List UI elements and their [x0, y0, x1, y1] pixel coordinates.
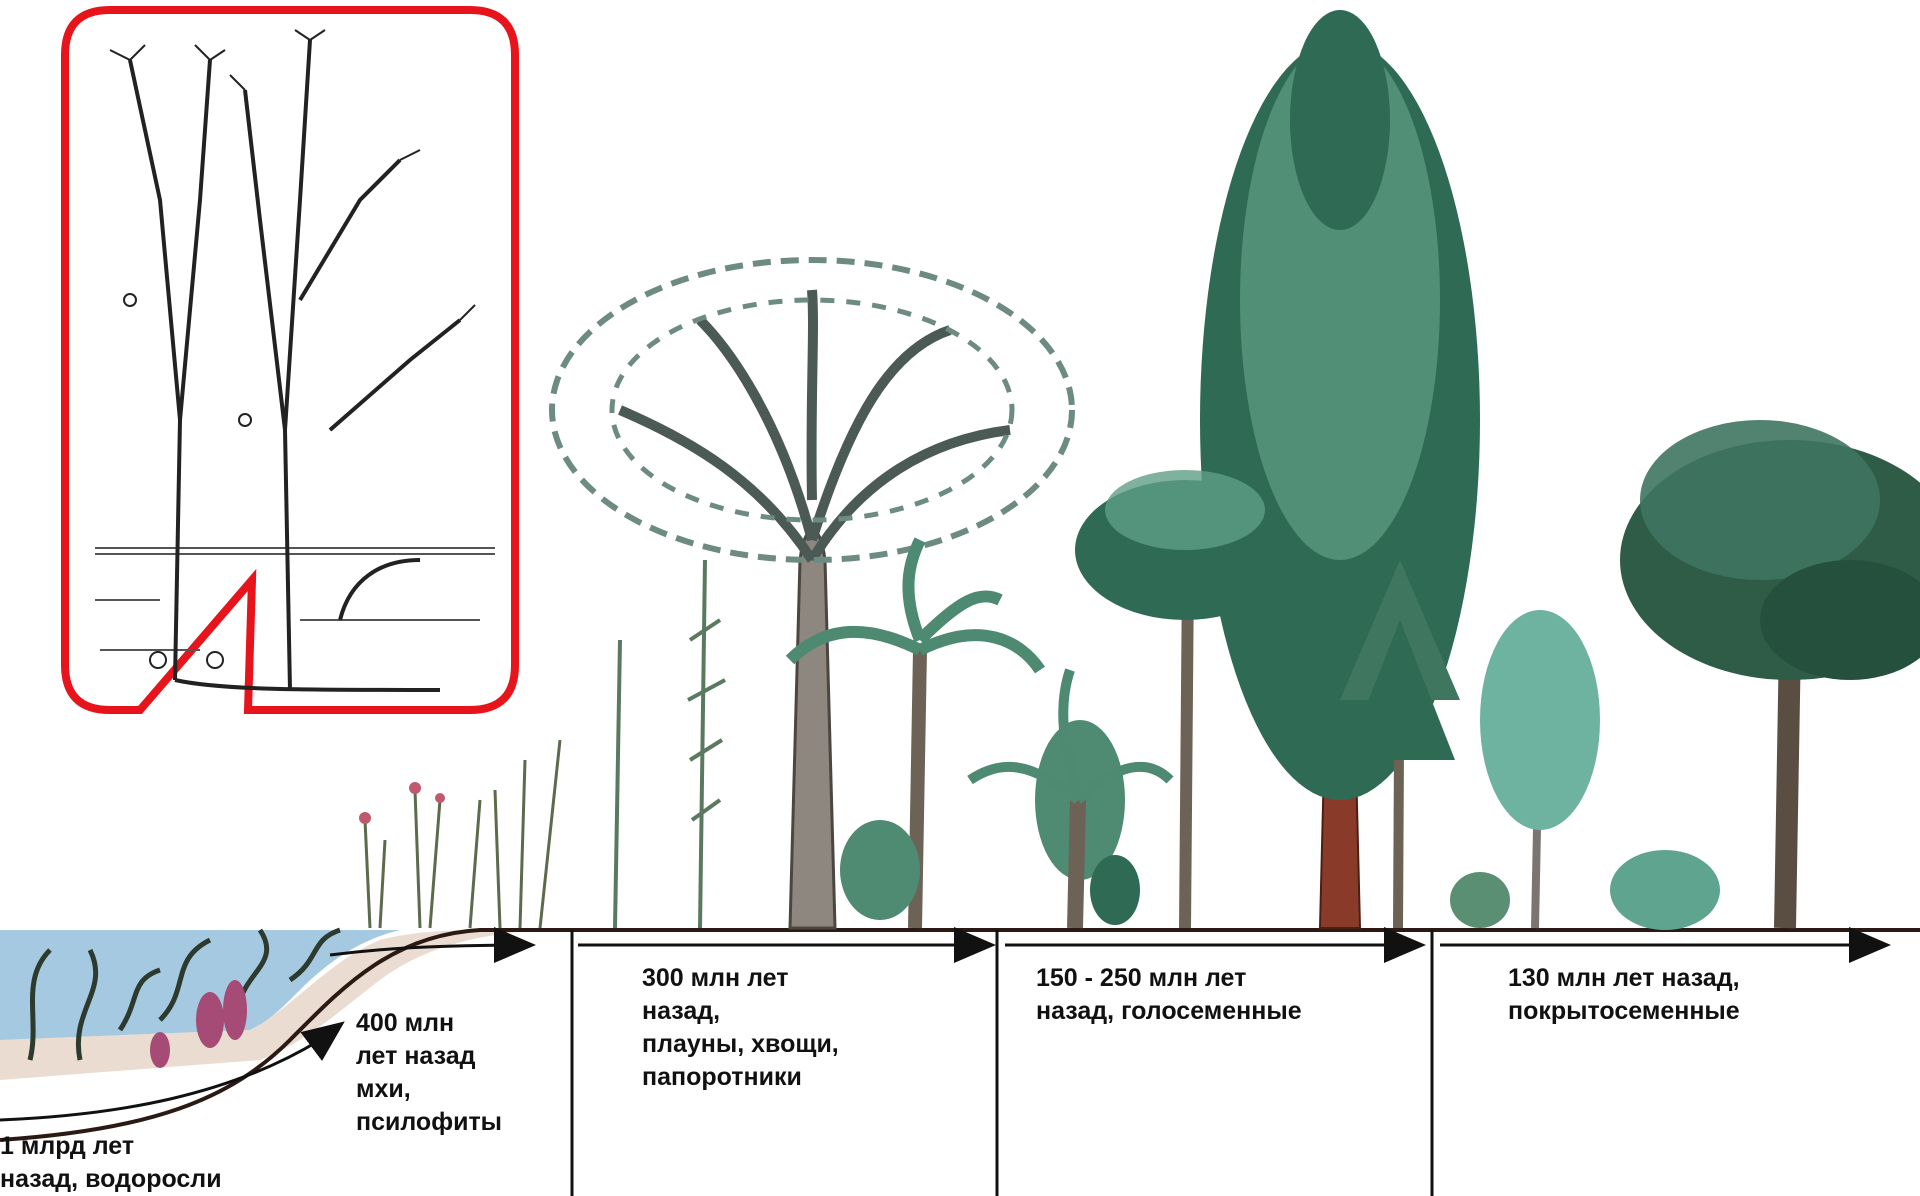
sequoia-tree-icon [1200, 10, 1480, 928]
era-label-mosses: 400 млн лет назад мхи, псилофиты [356, 1007, 502, 1139]
era-label-algae: 1 млрд лет назад, водоросли [0, 1130, 222, 1196]
shrub-icon [1450, 850, 1720, 930]
era-label-gymnosperms: 150 - 250 млн лет назад, голосеменные [1036, 962, 1302, 1028]
moss-flowers-icon [359, 782, 445, 824]
cycad-icon [970, 670, 1170, 928]
horsetail-icon [615, 560, 725, 928]
psilophyte-plants-icon [365, 740, 560, 928]
era-label-angiosperms: 130 млн лет назад, покрытосеменные [1508, 962, 1740, 1028]
psilophyte-sketch-icon [65, 10, 515, 710]
era-label-ferns: 300 млн лет назад, плауны, хвощи, папоро… [642, 962, 839, 1094]
